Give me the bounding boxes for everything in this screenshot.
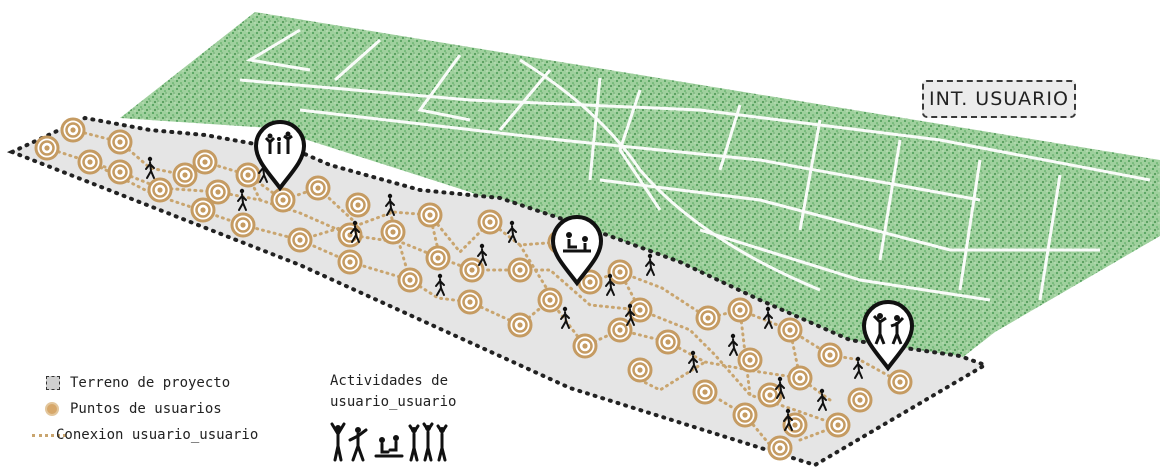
people-sitting-icon: [374, 435, 404, 458]
people-dancing-icon: [348, 427, 368, 462]
activity-pin-dancing: [861, 300, 915, 372]
people-celebrating-icon: [330, 422, 346, 462]
legend-item-connection: Conexion usuario_usuario: [32, 422, 259, 448]
section-title: INT. USUARIO: [922, 80, 1076, 118]
park-area: [120, 12, 1160, 375]
park-paths: [239, 28, 1151, 302]
activities-title-line2: usuario_usuario: [330, 394, 457, 410]
activities-title-line1: Actividades de: [330, 373, 449, 389]
group-cheering-icon: [408, 422, 448, 462]
project-terrain: [6, 115, 990, 468]
gray-square-icon: [44, 376, 66, 390]
legend-item-points: Puntos de usuarios: [44, 396, 258, 422]
legend-label-terrain: Terreno de proyecto: [70, 375, 231, 391]
activity-pin-celebrating: [253, 120, 307, 192]
legend-label-connection: Conexion usuario_usuario: [56, 427, 259, 443]
activities-label: Actividades de usuario_usuario: [330, 371, 456, 413]
legend: Terreno de proyecto Puntos de usuarios C…: [32, 370, 259, 448]
dotted-line-icon: [32, 433, 66, 437]
user-point-icon: [44, 402, 66, 416]
legend-item-terrain: Terreno de proyecto: [44, 370, 258, 396]
activity-pin-sitting: [550, 215, 604, 287]
legend-label-points: Puntos de usuarios: [70, 401, 222, 417]
activities-icons: [330, 422, 448, 462]
